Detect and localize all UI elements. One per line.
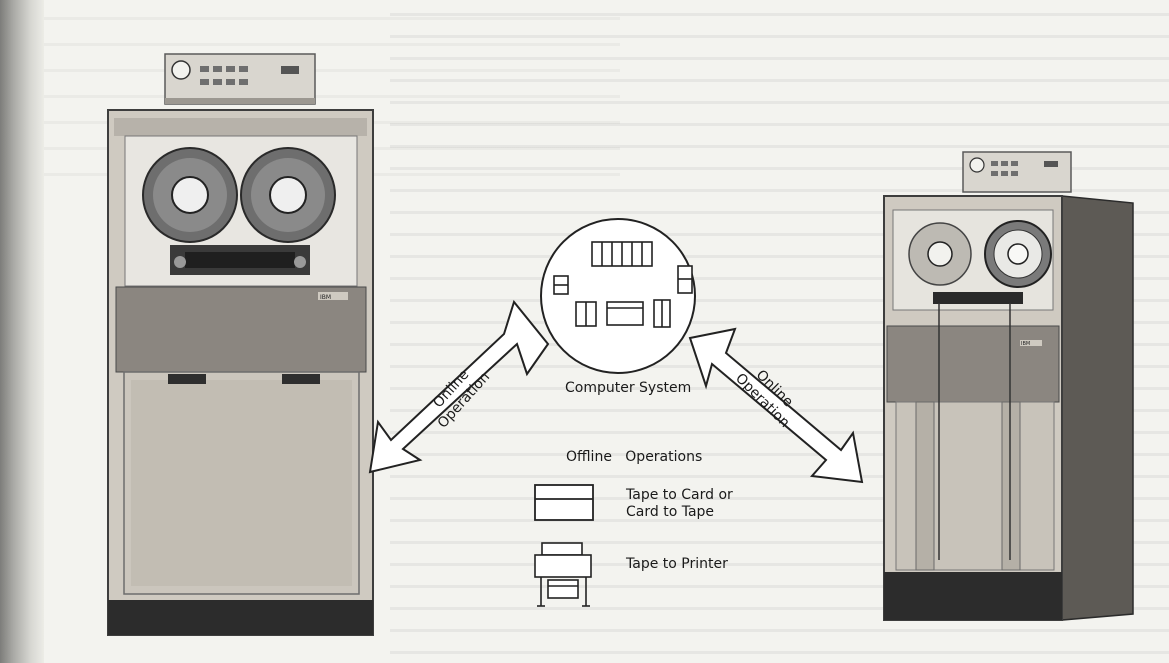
page-binding (0, 0, 44, 663)
card-reader-icon (534, 484, 594, 521)
legend-line: Card to Tape (626, 504, 715, 520)
online-arrow-left (368, 299, 550, 474)
offline-operations-title: Offline Operations (566, 449, 703, 465)
machine-badge-right: IBM (1021, 341, 1030, 347)
printer-icon (534, 542, 592, 607)
machine-badge-left: IBM (320, 294, 331, 301)
tape-to-card-label: Tape to Card or Card to Tape (626, 487, 733, 521)
printer-unit-icon (606, 301, 644, 326)
online-arrow-right (688, 327, 864, 484)
tape-to-printer-label: Tape to Printer (626, 556, 728, 573)
tape-drive-right: IBM (883, 151, 1134, 621)
legend-line: Tape to Printer (626, 556, 728, 572)
tape-drive-left: IBM (107, 53, 374, 636)
legend-line: Tape to Card or (626, 487, 733, 503)
computer-system-label: Computer System (565, 380, 692, 396)
computer-system-diagram (368, 218, 864, 607)
